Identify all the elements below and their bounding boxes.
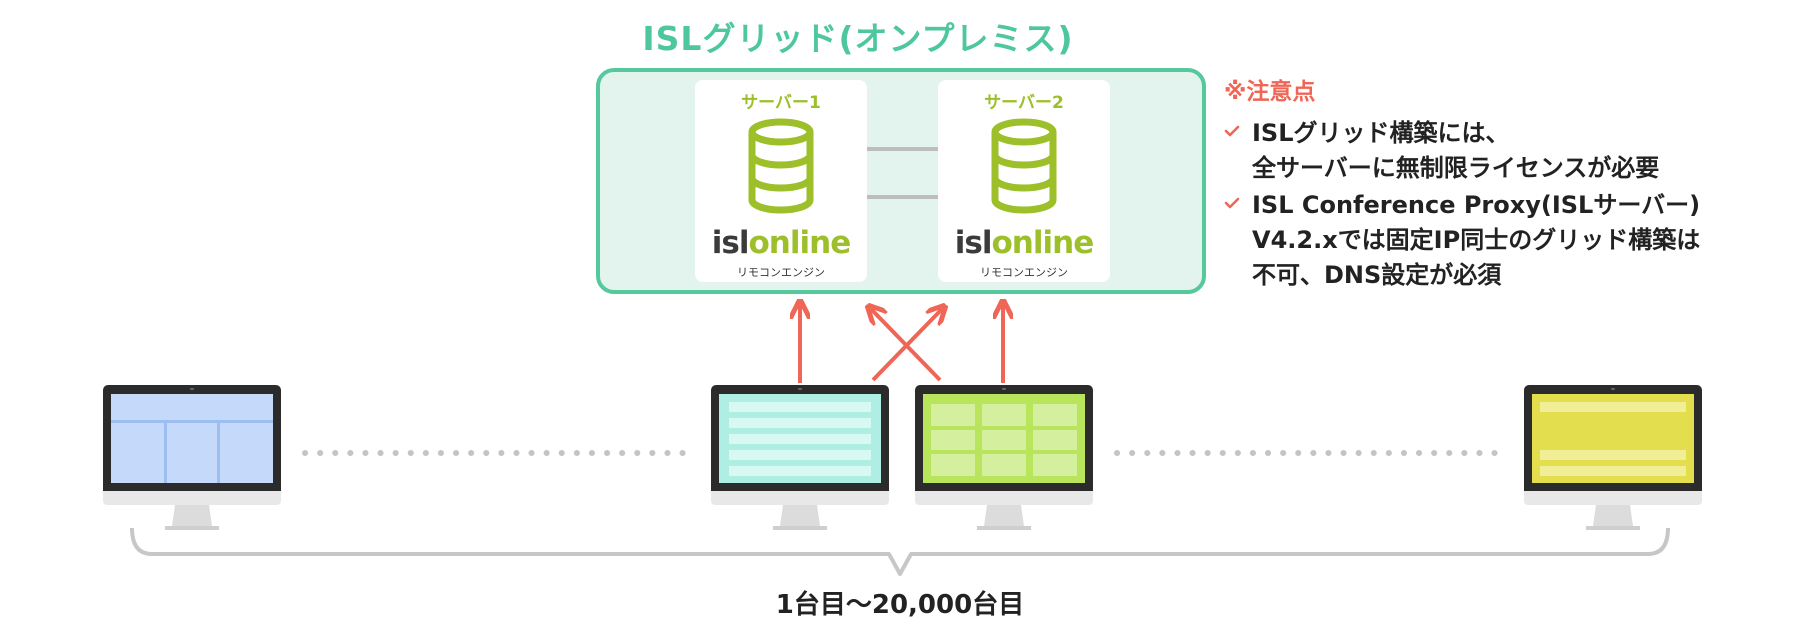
note-item: ISLグリッド構築には、 全サーバーに無制限ライセンスが必要 [1224, 116, 1800, 186]
database-icon [991, 118, 1057, 214]
notes-title: ※注意点 [1224, 79, 1316, 105]
computer-monitor-icon [923, 394, 1085, 483]
database-icon [748, 118, 814, 214]
isl-online-logo: islonline [954, 225, 1094, 261]
logo-subtitle: リモコンエンジン [980, 266, 1068, 279]
server-card-2: サーバー2 islonline リモコンエンジン [938, 80, 1110, 282]
client-range-label: 1台目〜20,000台目 [775, 590, 1025, 620]
arrow-cross-icon [871, 309, 942, 382]
note-item: ISL Conference Proxy(ISLサーバー) V4.2.xでは固定… [1224, 188, 1800, 293]
range-bracket [130, 527, 1670, 576]
notes-panel: ※注意点 ISLグリッド構築には、 全サーバーに無制限ライセンスが必要 ISL … [1224, 72, 1800, 295]
client-pc-1 [103, 385, 281, 530]
computer-monitor-icon [719, 394, 881, 483]
note-line: V4.2.xでは固定IP同士のグリッド構築は [1252, 226, 1701, 254]
computer-monitor-icon [111, 394, 273, 483]
isl-online-logo: islonline [711, 225, 851, 261]
note-line: ISLグリッド構築には、 [1252, 119, 1510, 147]
note-line: ISL Conference Proxy(ISLサーバー) [1252, 191, 1701, 219]
note-line: 全サーバーに無制限ライセンスが必要 [1252, 154, 1660, 182]
server-name: サーバー2 [984, 93, 1064, 113]
checkmark-icon [1224, 125, 1240, 137]
client-pc-2 [711, 385, 889, 530]
server-card-1: サーバー1 islonline リモコンエンジン [695, 80, 867, 282]
note-line: 不可、DNS設定が必須 [1252, 261, 1502, 289]
server-name: サーバー1 [741, 93, 821, 113]
client-pc-4 [1524, 385, 1702, 530]
computer-monitor-icon [1532, 394, 1694, 483]
client-pc-3 [915, 385, 1093, 530]
logo-subtitle: リモコンエンジン [737, 266, 825, 279]
grid-title: ISLグリッド(オンプレミス) [642, 19, 1074, 58]
checkmark-icon [1224, 197, 1240, 209]
